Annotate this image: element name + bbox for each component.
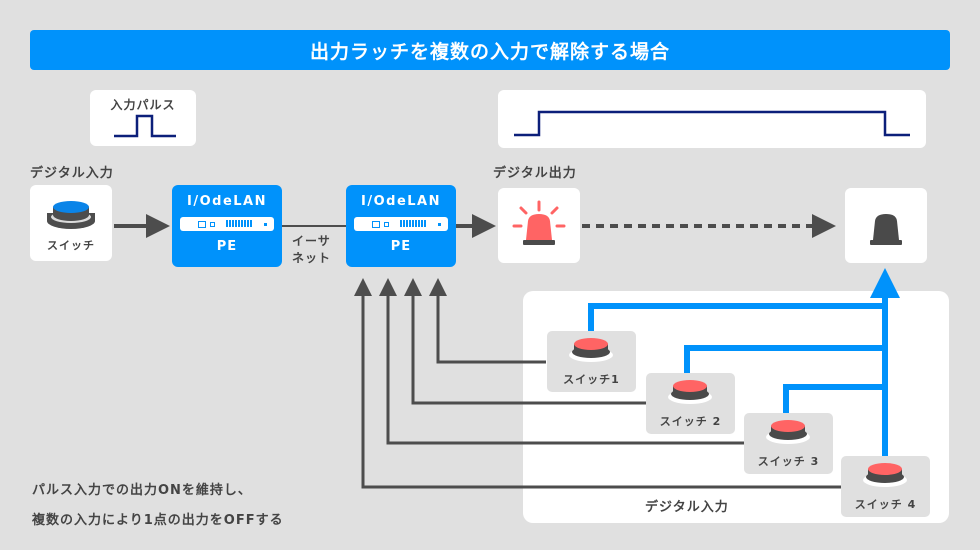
ethernet-label: イーサ ネット [292,233,331,267]
warning-lamp-on-icon [512,200,566,245]
pe-right-label: PE [390,239,412,254]
push-button-red-icon [569,338,613,362]
pe-device-left[interactable]: I/OdeLAN PE [172,185,282,267]
input-switch[interactable]: スイッチ [30,185,112,261]
pe-left-name: I/OdeLAN [187,194,267,209]
pulse-waveform-icon [114,114,176,138]
output-lamp-on [498,188,580,263]
page-title: 出力ラッチを複数の入力で解除する場合 [30,30,950,70]
release-switch-1[interactable]: スイッチ1 [547,331,636,392]
digital-input-label: デジタル入力 [30,166,114,181]
output-waveform-box [498,90,926,148]
pe-right-name: I/OdeLAN [361,194,441,209]
switch3-return-line [379,278,744,445]
pe-left-label: PE [216,239,238,254]
release-switch-2[interactable]: スイッチ 2 [646,373,735,434]
input-pulse-label: 入力パルス [110,98,176,112]
release-panel-label: デジタル入力 [645,500,729,515]
switch2-bus-line [684,345,885,374]
ethernet-label-line1: イーサ [292,234,331,248]
push-button-blue-icon [47,201,95,229]
release-switch-4[interactable]: スイッチ 4 [841,456,930,517]
release-switch-4-label: スイッチ 4 [854,498,917,511]
output-lamp-off [845,188,927,263]
digital-output-label: デジタル出力 [493,166,577,181]
push-button-red-icon [668,380,712,404]
push-button-red-icon [863,463,907,487]
push-button-red-icon [766,420,810,444]
switch2-return-line [404,278,646,405]
warning-lamp-off-icon [870,214,902,245]
pe-device-right[interactable]: I/OdeLAN PE [346,185,456,267]
latched-output-waveform-icon [514,110,910,137]
ethernet-label-line2: ネット [292,251,332,265]
input-pulse-box: 入力パルス [90,90,196,146]
device-front-panel-icon [354,217,448,231]
device-front-panel-icon [180,217,274,231]
caption: パルス入力での出力ONを維持し、 複数の入力により1点の出力をOFFする [32,476,284,536]
caption-line-1: パルス入力での出力ONを維持し、 [32,483,252,498]
release-switch-2-label: スイッチ 2 [659,415,722,428]
release-switch-3[interactable]: スイッチ 3 [744,413,833,474]
switch4-return-line [354,278,842,489]
release-switch-3-label: スイッチ 3 [757,455,820,468]
input-switch-label: スイッチ [47,239,95,252]
switch1-bus-line [588,303,885,333]
switch3-bus-line [783,384,885,414]
caption-line-2: 複数の入力により1点の出力をOFFする [32,513,284,528]
release-switch-1-label: スイッチ1 [563,373,620,386]
switch1-return-line [429,278,546,364]
